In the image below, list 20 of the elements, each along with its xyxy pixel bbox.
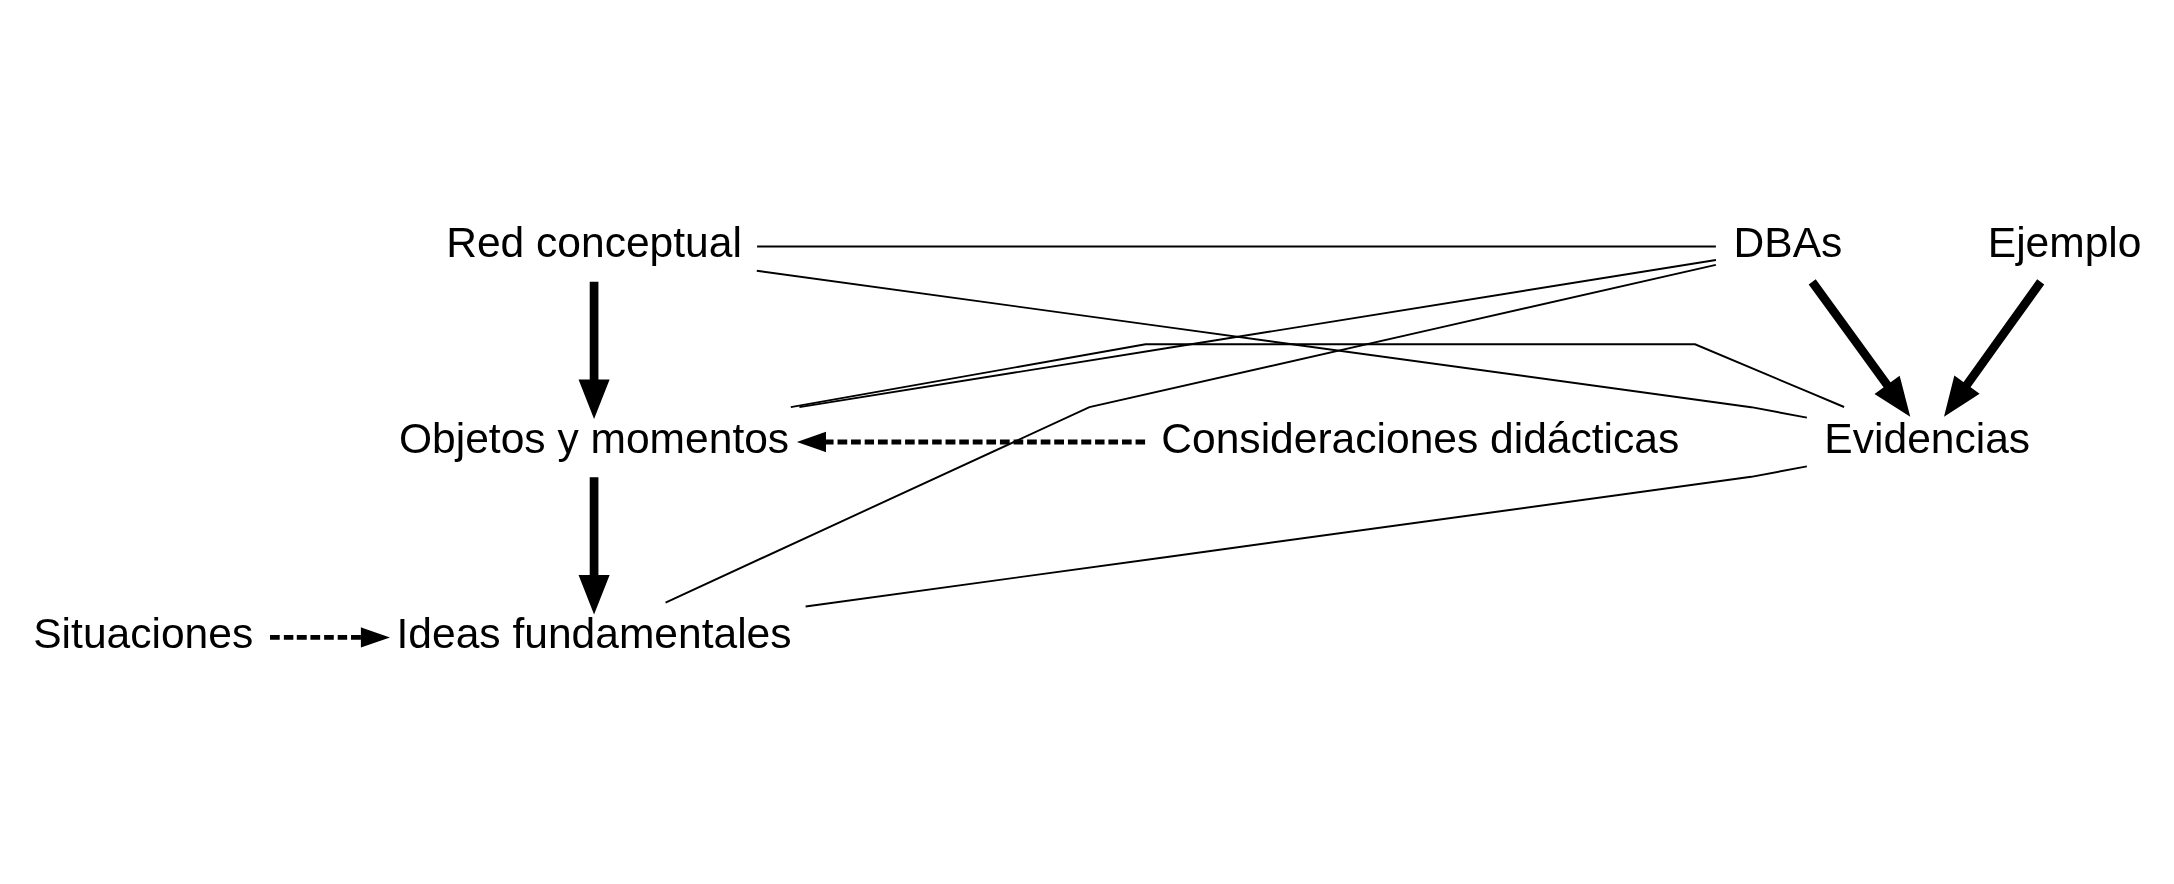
node-text: DBAs: [1733, 218, 1843, 267]
connector: [664, 263, 1717, 604]
arrow: [1944, 279, 2045, 417]
node-text: Objetos y momentos: [398, 413, 790, 462]
node-text: Ejemplo: [1987, 218, 2142, 267]
arrow: [796, 431, 1148, 453]
node-text: Red conceptual: [446, 218, 742, 267]
connector: [789, 343, 1846, 409]
connector: [804, 465, 1808, 608]
arrow: [578, 281, 610, 419]
node-text: Consideraciones didácticas: [1161, 413, 1680, 462]
arrow: [578, 477, 610, 615]
node-text: Situaciones: [33, 609, 254, 658]
connector: [798, 259, 1717, 409]
arrow: [1808, 279, 1911, 417]
connector: [756, 245, 1717, 248]
arrow: [270, 627, 390, 648]
node-text: Evidencias: [1824, 413, 2031, 462]
node-text: Ideas fundamentales: [396, 609, 792, 658]
connector: [755, 269, 1808, 419]
